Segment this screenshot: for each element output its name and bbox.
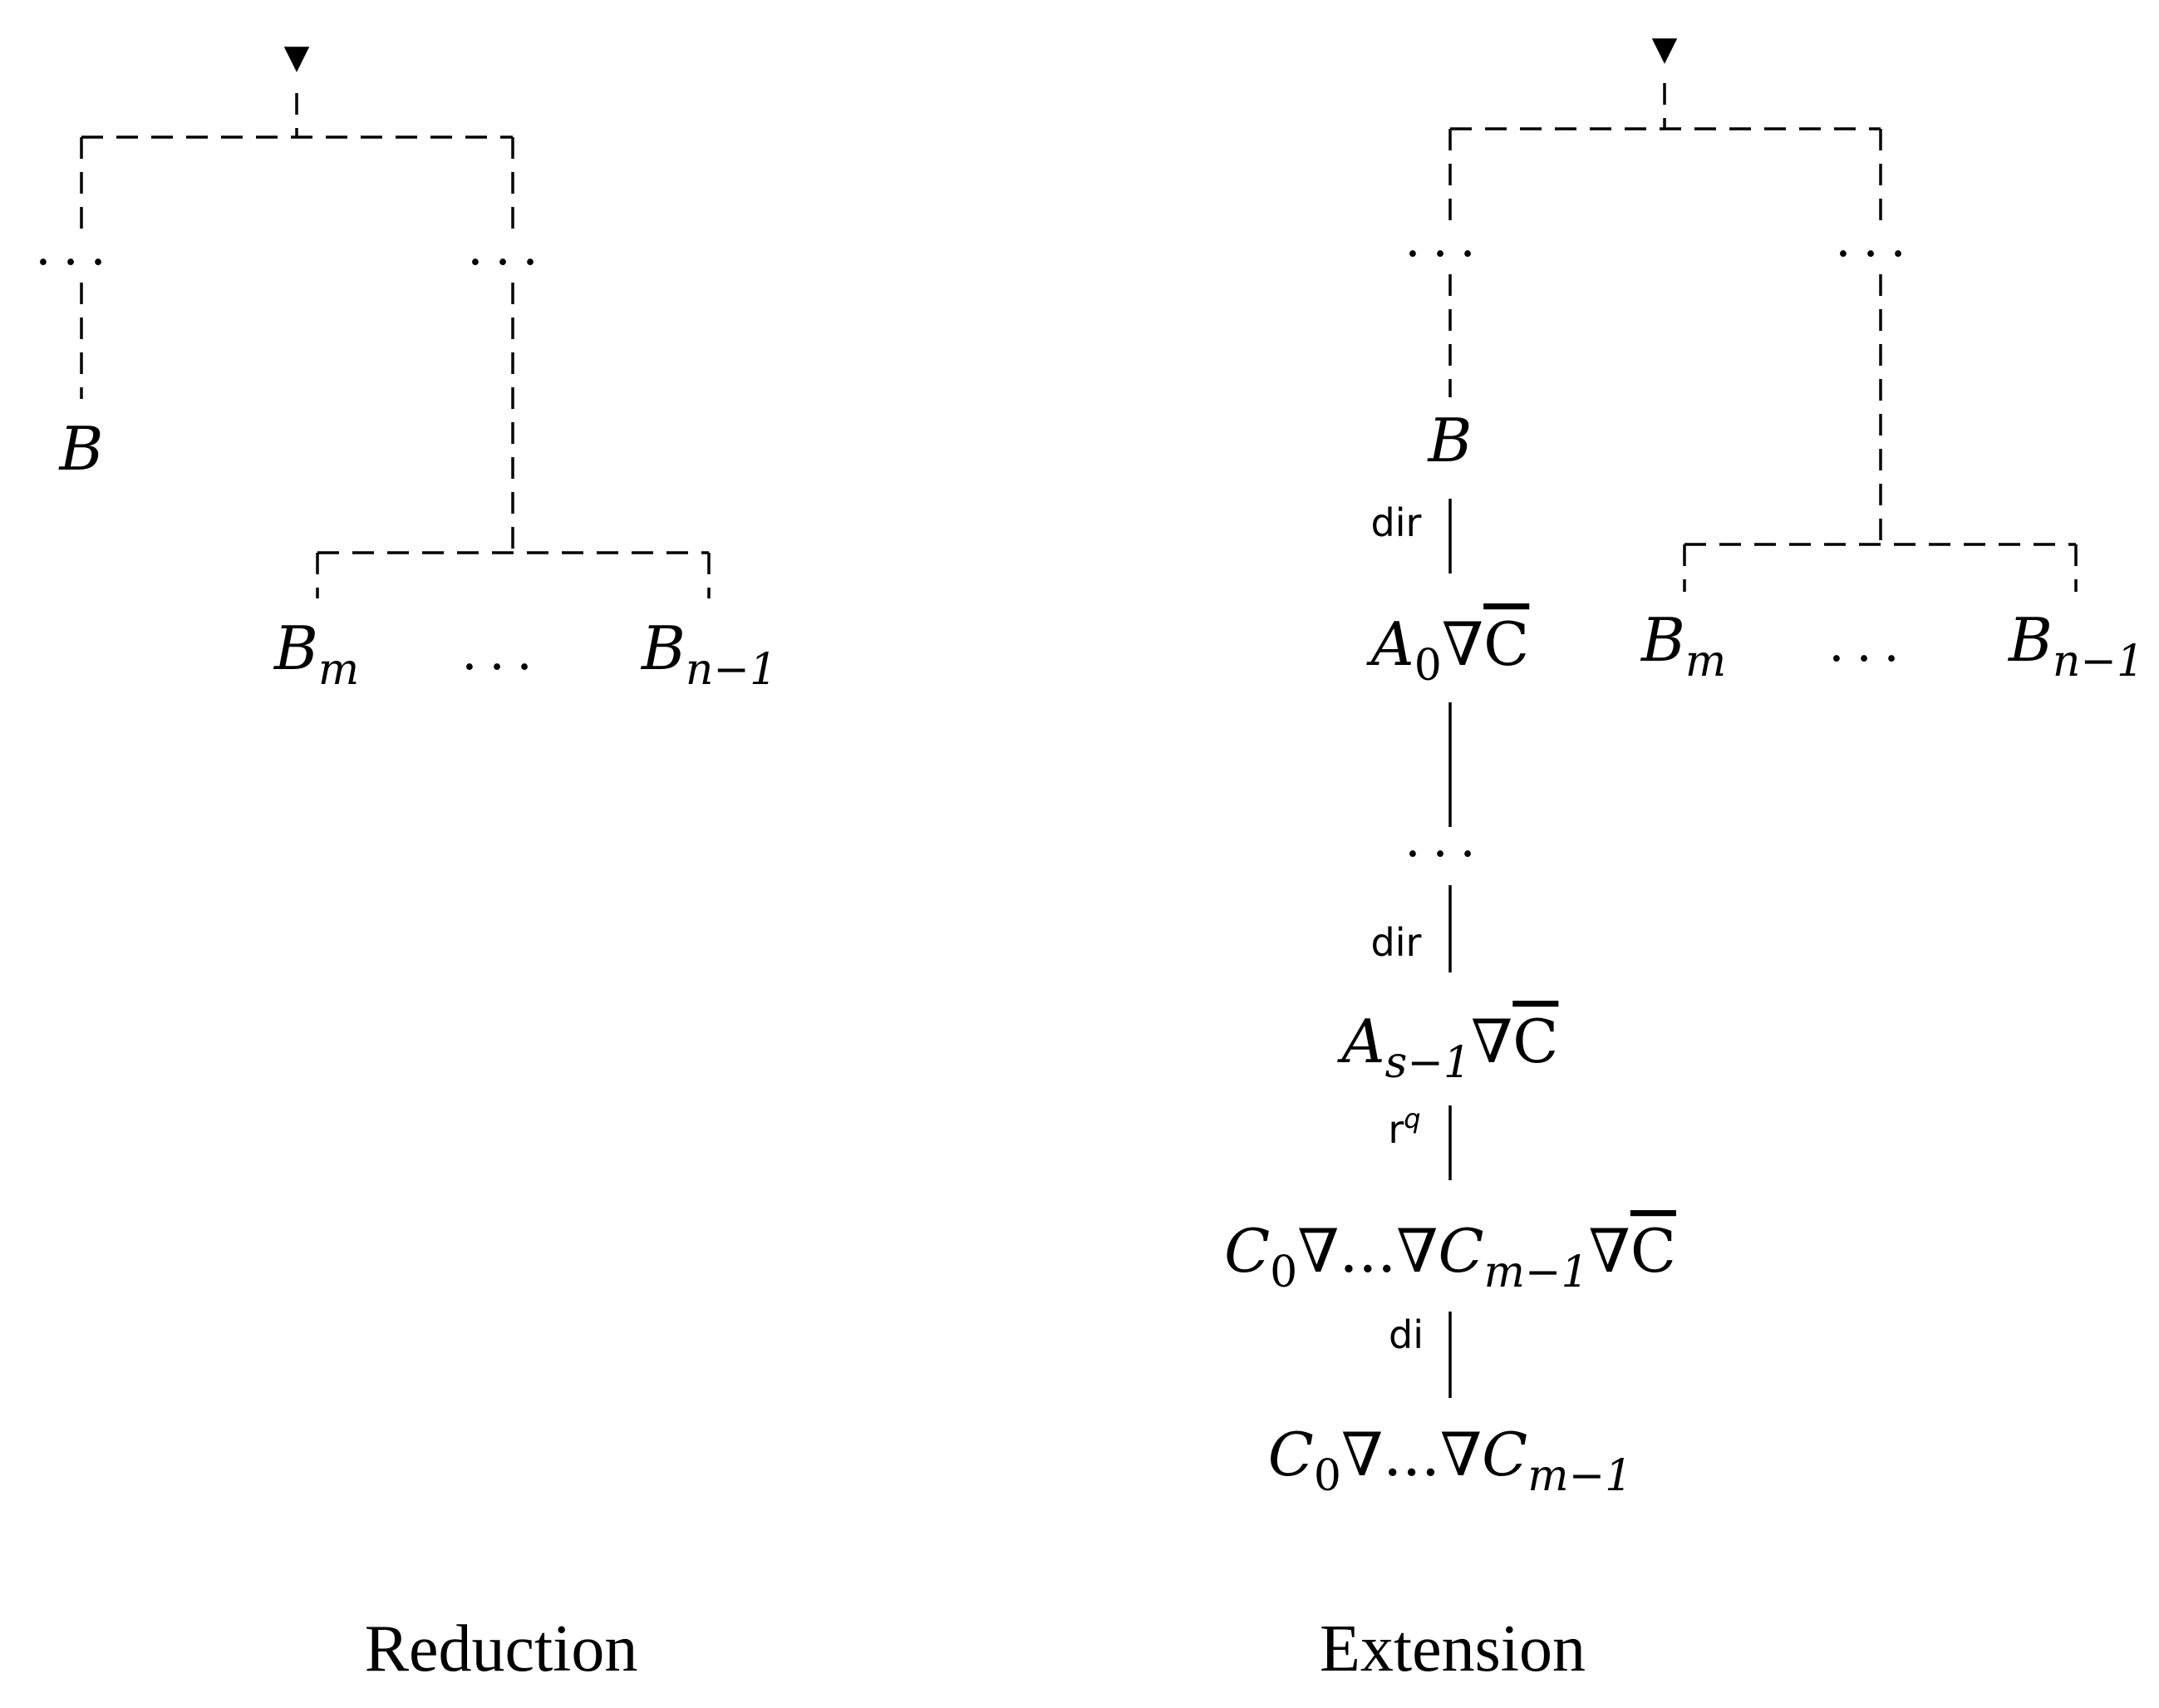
extension-final-c-last-sub: m−1 <box>1527 1451 1632 1501</box>
extension-node-c-cbar: C <box>1630 1216 1676 1286</box>
reduction-tree: ▼ ... ... B Bm ... Bn−1 <box>35 38 777 695</box>
reduction-leaf-bn: Bn−1 <box>640 613 777 695</box>
extension-tree: ▼ ... ... B dir A0∇C Bm ... Bn−1 ... dir… <box>1224 30 2144 1501</box>
reduction-leaf-b: B <box>58 414 104 484</box>
extension-node-c-nabla-3: ∇ <box>1589 1216 1630 1286</box>
extension-node-c-first-base: C <box>1224 1216 1270 1286</box>
extension-node-as-cbar: C <box>1512 1007 1558 1076</box>
extension-leaf-bn: Bn−1 <box>2007 605 2144 687</box>
extension-node-c-nabla-2: ∇ <box>1396 1216 1438 1286</box>
extension-node-as-sub: s−1 <box>1385 1038 1471 1088</box>
extension-leaf-mid-dots: ... <box>1828 615 1911 673</box>
extension-caption: Extension <box>1320 1612 1586 1686</box>
extension-node-as-base: A <box>1337 1007 1385 1076</box>
reduction-left-dots: ... <box>35 219 117 277</box>
reduction-leaf-bm-sub: m <box>318 645 359 695</box>
reduction-leaf-bn-sub: n−1 <box>686 645 777 695</box>
extension-leaf-bm: Bm <box>1640 605 1726 687</box>
extension-node-as: As−1∇C <box>1337 1007 1559 1088</box>
extension-final-nabla-2: ∇ <box>1440 1420 1482 1489</box>
extension-node-final: C0∇...∇Cm−1 <box>1268 1420 1632 1501</box>
extension-rule-di: di <box>1389 1312 1424 1357</box>
extension-node-c-last-base: C <box>1438 1216 1483 1286</box>
extension-leaf-bn-base: B <box>2007 605 2053 675</box>
extension-rule-rq-sup: q <box>1404 1103 1420 1135</box>
extension-leaf-bm-sub: m <box>1685 637 1726 687</box>
reduction-leaf-mid-dots: ... <box>461 623 543 682</box>
reduction-root-marker: ▼ <box>284 38 310 76</box>
extension-rule-dir-1: dir <box>1371 500 1422 545</box>
extension-node-c-chain: C0∇...∇Cm−1∇C <box>1224 1216 1676 1297</box>
extension-rule-rq-base: r <box>1388 1107 1404 1152</box>
extension-final-c-last-base: C <box>1482 1420 1527 1489</box>
extension-final-c-dots: ... <box>1383 1420 1440 1489</box>
extension-node-c-nabla-1: ∇ <box>1297 1216 1339 1286</box>
extension-chain-dots: ... <box>1404 810 1487 869</box>
extension-node-a0-sub: 0 <box>1414 641 1442 691</box>
extension-root-marker: ▼ <box>1652 30 1678 68</box>
reduction-leaf-bn-base: B <box>640 613 686 683</box>
extension-final-nabla-1: ∇ <box>1341 1420 1383 1489</box>
extension-rule-dir-2: dir <box>1371 920 1422 965</box>
reduction-leaf-bm: Bm <box>273 613 359 695</box>
reduction-caption: Reduction <box>365 1612 638 1686</box>
extension-leaf-bn-sub: n−1 <box>2053 637 2144 687</box>
extension-node-a0: A0∇C <box>1366 609 1529 691</box>
reduction-right-dots: ... <box>467 219 549 277</box>
extension-right-dots: ... <box>1835 210 1917 268</box>
extension-leaf-bm-base: B <box>1640 605 1685 675</box>
extension-node-as-nabla: ∇ <box>1471 1007 1512 1076</box>
extension-node-c-dots: ... <box>1340 1216 1397 1286</box>
extension-final-c-first-sub: 0 <box>1314 1451 1341 1501</box>
extension-node-b: B <box>1427 406 1473 475</box>
extension-node-a0-nabla: ∇ <box>1442 609 1483 679</box>
extension-node-c-last-sub: m−1 <box>1484 1248 1589 1297</box>
extension-node-a0-base: A <box>1366 609 1414 679</box>
extension-node-c-first-sub: 0 <box>1270 1248 1297 1297</box>
extension-rule-rq: rq <box>1388 1103 1420 1152</box>
extension-final-c-first-base: C <box>1268 1420 1314 1489</box>
extension-left-dots: ... <box>1404 210 1487 268</box>
reduction-leaf-bm-base: B <box>273 613 318 683</box>
extension-node-a0-cbar: C <box>1483 609 1529 679</box>
